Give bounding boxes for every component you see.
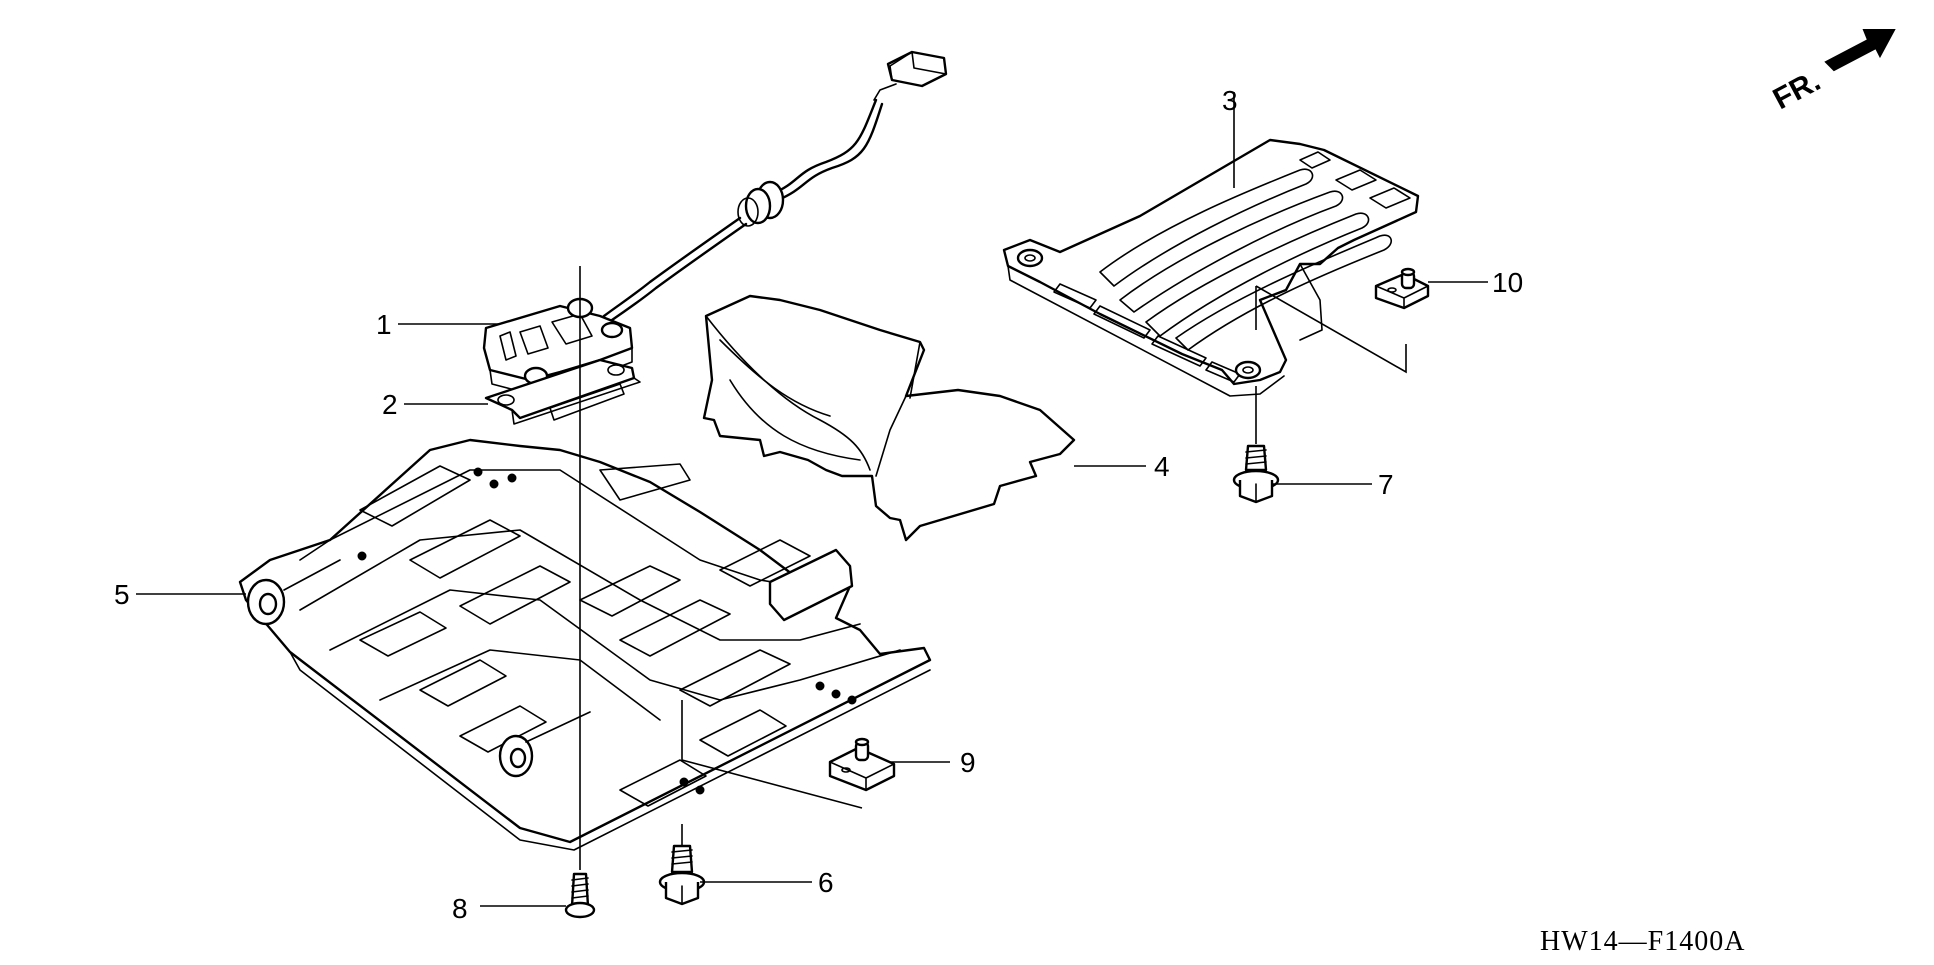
callout-6: 6 xyxy=(818,867,834,898)
part-3-rear-skid-plate xyxy=(1002,138,1420,397)
callout-9: 9 xyxy=(960,747,976,778)
direction-arrow-icon xyxy=(1824,29,1896,72)
part-9-collar-nut xyxy=(828,737,896,792)
part-7-flange-bolt xyxy=(1232,444,1280,504)
part-2-mounting-plate xyxy=(484,358,641,425)
callout-2: 2 xyxy=(382,389,398,420)
front-direction-indicator: FR. xyxy=(1768,29,1896,116)
callout-4: 4 xyxy=(1154,451,1170,482)
leader-lines xyxy=(136,92,1488,907)
part-6-flange-bolt xyxy=(658,844,706,906)
callout-5: 5 xyxy=(114,579,130,610)
direction-label: FR. xyxy=(1768,64,1826,116)
callout-10: 10 xyxy=(1492,267,1523,298)
part-10-collar-nut xyxy=(1374,267,1430,310)
part-5-front-skid-plate xyxy=(238,438,932,851)
part-8-screw xyxy=(564,872,596,919)
callout-1: 1 xyxy=(376,309,392,340)
callout-8: 8 xyxy=(452,893,468,924)
callout-7: 7 xyxy=(1378,469,1394,500)
callouts: 1 2 3 4 5 6 7 8 9 10 xyxy=(114,85,1523,924)
part-4-shroud-cover xyxy=(702,294,1076,542)
assembly-lines xyxy=(579,266,1407,870)
drawing-code: HW14—F1400A xyxy=(1540,926,1745,957)
callout-3: 3 xyxy=(1222,85,1238,116)
